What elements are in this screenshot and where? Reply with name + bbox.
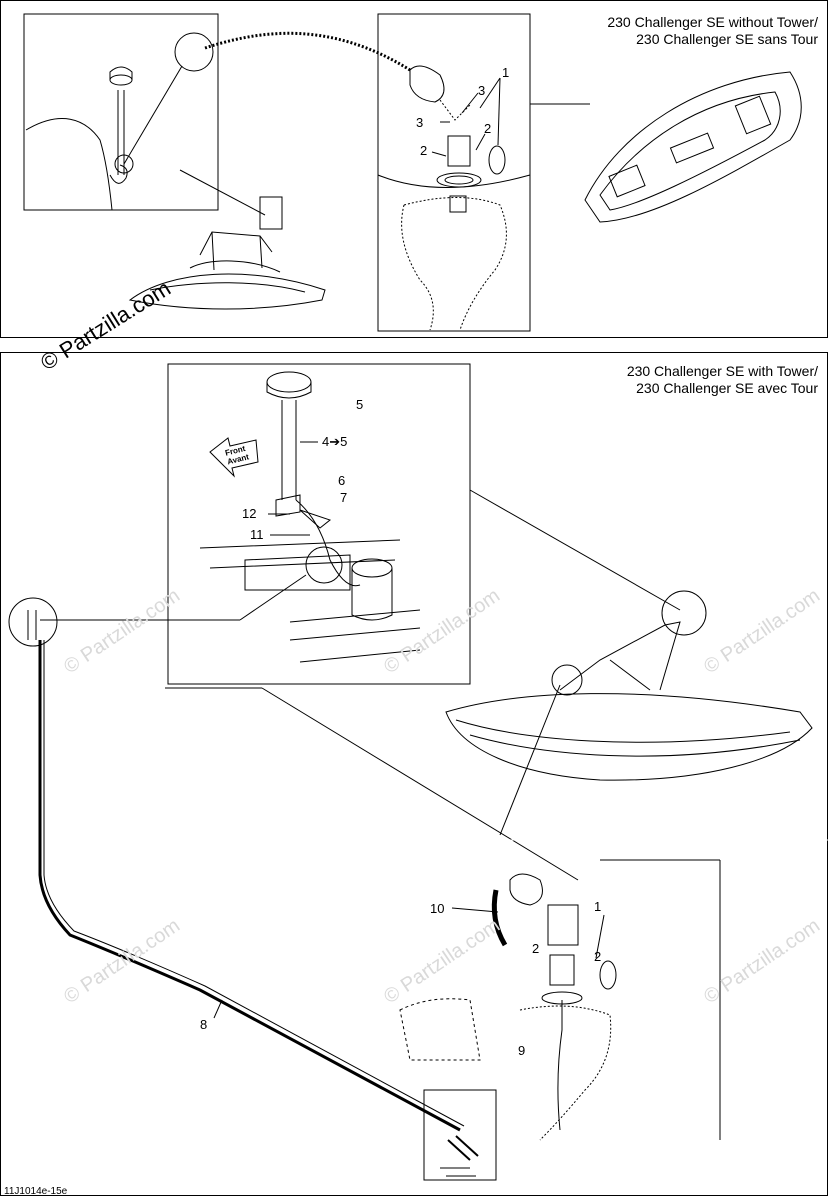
detail-inset-socket xyxy=(377,13,531,332)
reference-code: 11J1014e-15e xyxy=(4,1186,68,1197)
detail-circle xyxy=(174,32,214,72)
callout-number: 2 xyxy=(594,949,602,964)
title-line: 230 Challenger SE with Tower/ xyxy=(626,363,818,379)
bottom-panel-title: 230 Challenger SE with Tower/ 230 Challe… xyxy=(627,363,818,397)
callout-number: 3 xyxy=(416,115,424,130)
callout-number: 3 xyxy=(478,83,486,98)
detail-inset-light-pole xyxy=(23,13,219,211)
callout-number: 7 xyxy=(340,490,348,505)
detail-inset-connector xyxy=(423,1089,497,1181)
callout-number: 8 xyxy=(200,1017,208,1032)
detail-marker xyxy=(259,196,283,230)
detail-circle xyxy=(114,154,134,174)
callout-number: 5 xyxy=(356,397,364,412)
callout-number: 9 xyxy=(518,1043,526,1058)
callout-number: 2 xyxy=(420,143,428,158)
detail-circle xyxy=(305,546,343,584)
callout-number: 11 xyxy=(250,527,264,542)
detail-circle xyxy=(551,664,583,696)
callout-number: 6 xyxy=(338,473,346,488)
callout-number: 12 xyxy=(242,506,257,521)
callout-number: 1 xyxy=(502,65,510,80)
top-panel-title: 230 Challenger SE without Tower/ 230 Cha… xyxy=(607,14,818,48)
callout-number: 1 xyxy=(594,899,602,914)
callout-number: 10 xyxy=(430,901,445,916)
callout-number: 2 xyxy=(532,941,540,956)
detail-circle xyxy=(8,597,58,647)
callout-number: 2 xyxy=(484,121,492,136)
detail-circle xyxy=(661,590,707,636)
title-line: 230 Challenger SE without Tower/ xyxy=(607,14,818,30)
title-line: 230 Challenger SE avec Tour xyxy=(636,380,818,396)
callout-number: 4➔5 xyxy=(322,434,348,449)
title-line: 230 Challenger SE sans Tour xyxy=(636,31,818,47)
detail-inset-tower-light xyxy=(167,363,471,685)
